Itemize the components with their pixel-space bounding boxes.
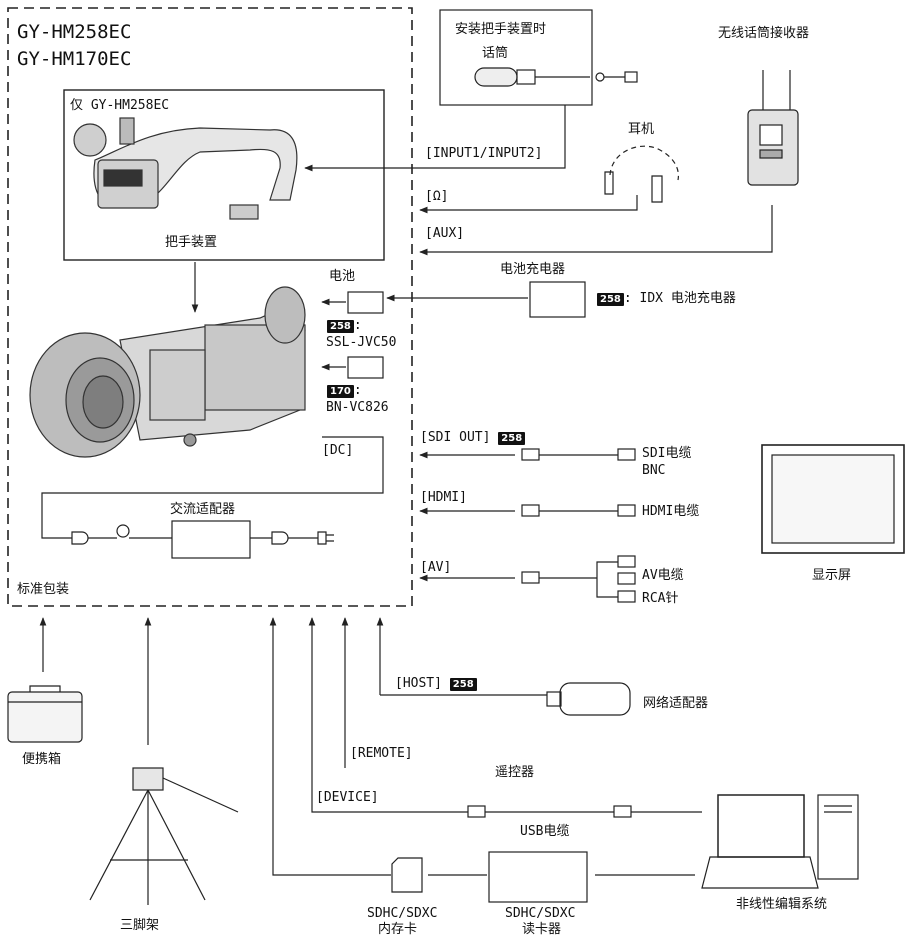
battery-charger-label: 电池充电器 (500, 262, 566, 277)
charger-tag-258: 258 (597, 293, 624, 306)
bnc-label: BNC (642, 463, 666, 478)
handle-only-label: 仅 GY-HM258EC (70, 98, 170, 113)
model-title-258: GY-HM258EC (17, 21, 132, 43)
sd-card-label-line1: SDHC/SDXC (367, 906, 438, 921)
charger-desc-text: : IDX 电池充电器 (623, 291, 736, 306)
battery-170-model: BN-VC826 (326, 400, 389, 415)
standard-package-label: 标准包装 (17, 582, 70, 597)
network-adapter-drawing (559, 682, 631, 716)
handle-unit-drawing (73, 117, 298, 220)
remote-controller-label: 遥控器 (495, 765, 535, 780)
nle-label: 非线性编辑系统 (736, 897, 828, 912)
tripod-drawing (89, 767, 239, 905)
sdi-tag-258: 258 (498, 432, 526, 445)
card-reader-label-line1: SDHC/SDXC (505, 906, 576, 921)
camcorder-drawing (29, 286, 306, 458)
host-tag-258: 258 (449, 678, 477, 691)
av-cable-label: AV电缆 (642, 568, 684, 583)
monitor-label: 显示屏 (812, 568, 852, 583)
sd-card-label-line2: 内存卡 (378, 922, 418, 937)
model-tag-170: 170 (327, 385, 354, 398)
sdi-terminal-text: [SDI OUT] (420, 430, 491, 445)
standard-package-border (7, 7, 413, 607)
ac-adapter-label: 交流适配器 (170, 502, 236, 517)
carrying-case-drawing (7, 685, 83, 743)
input-terminal-label: [INPUT1/INPUT2] (425, 146, 543, 161)
battery-170-box (347, 356, 384, 379)
dc-terminal-label: [DC] (322, 443, 354, 458)
handle-unit-label: 把手装置 (165, 235, 218, 250)
card-reader-label-line2: 读卡器 (522, 922, 562, 937)
sdi-terminal-label: [SDI OUT] 258 (420, 430, 526, 446)
headphone-terminal-label: [Ω] (425, 189, 449, 204)
sd-card-drawing (391, 857, 423, 893)
model-tag-258: 258 (327, 320, 354, 333)
hdmi-cable-label: HDMI电缆 (642, 504, 700, 519)
battery-charger-box (529, 281, 586, 318)
network-adapter-label: 网络适配器 (643, 696, 709, 711)
host-terminal-text: [HOST] (395, 676, 442, 691)
headphone-drawing (604, 145, 680, 203)
carrying-case-label: 便携箱 (22, 752, 62, 767)
rca-label: RCA针 (642, 591, 679, 606)
mic-label: 话筒 (482, 46, 509, 61)
mic-box (439, 9, 593, 106)
battery-170-tag: 170: (327, 383, 362, 399)
aux-terminal-label: [AUX] (425, 226, 465, 241)
battery-label: 电池 (329, 269, 356, 284)
remote-terminal-label: [REMOTE] (350, 746, 413, 761)
charger-desc: 258: IDX 电池充电器 (597, 291, 736, 307)
ac-adapter-body (171, 520, 251, 559)
mic-box-title: 安装把手装置时 (455, 22, 547, 37)
wireless-receiver-drawing (747, 70, 799, 186)
handle-unit-box (63, 89, 385, 261)
device-terminal-label: [DEVICE] (316, 790, 379, 805)
usb-cable-label: USB电缆 (520, 824, 570, 839)
card-reader-drawing (488, 851, 588, 903)
sdi-cable-label: SDI电缆 (642, 446, 692, 461)
monitor-drawing (761, 444, 905, 554)
av-terminal-label: [AV] (420, 560, 452, 575)
tripod-label: 三脚架 (120, 918, 160, 933)
battery-258-box (347, 291, 384, 314)
battery-258-tag: 258: (327, 318, 362, 334)
host-terminal-label: [HOST] 258 (395, 676, 477, 692)
model-title-170: GY-HM170EC (17, 48, 132, 70)
headphones-label: 耳机 (628, 122, 655, 137)
wireless-receiver-label: 无线话筒接收器 (718, 26, 810, 41)
hdmi-terminal-label: [HDMI] (420, 490, 467, 505)
pc-drawing (701, 794, 859, 889)
battery-258-model: SSL-JVC50 (326, 335, 397, 350)
